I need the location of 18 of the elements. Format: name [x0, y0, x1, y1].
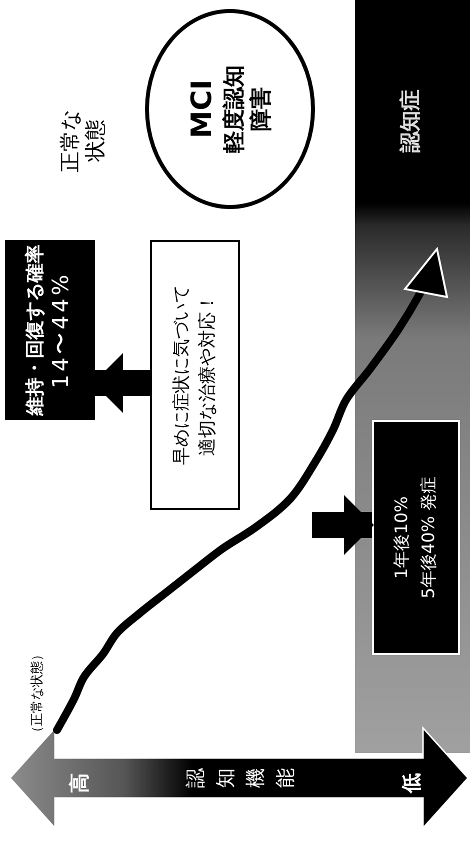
node-heading: 認知症	[397, 88, 423, 155]
node-heading: MCI	[184, 80, 220, 138]
node-heading: 維持・回復する確率	[23, 244, 48, 416]
onset-rate-box	[372, 420, 460, 655]
advice-box	[150, 240, 240, 510]
axis-label: 低	[398, 773, 424, 793]
block-arrow	[312, 495, 374, 555]
node-heading: 1年後10% 5年後40% 発症	[390, 476, 440, 601]
dementia-band	[355, 0, 470, 753]
curve-start-label: （正常な状態）	[30, 648, 46, 739]
state-label: 正常な状態	[58, 107, 108, 174]
block-arrow	[93, 353, 150, 413]
axis-label: 高	[66, 773, 92, 793]
probability-box	[5, 240, 95, 420]
node-text: 軽度認知障害	[220, 64, 276, 156]
node-text: 14〜44%	[48, 272, 76, 388]
axis-label: 認知機能	[182, 768, 298, 788]
node-heading: 早めに症状に気づいて適切な治療や対応！	[170, 284, 219, 467]
